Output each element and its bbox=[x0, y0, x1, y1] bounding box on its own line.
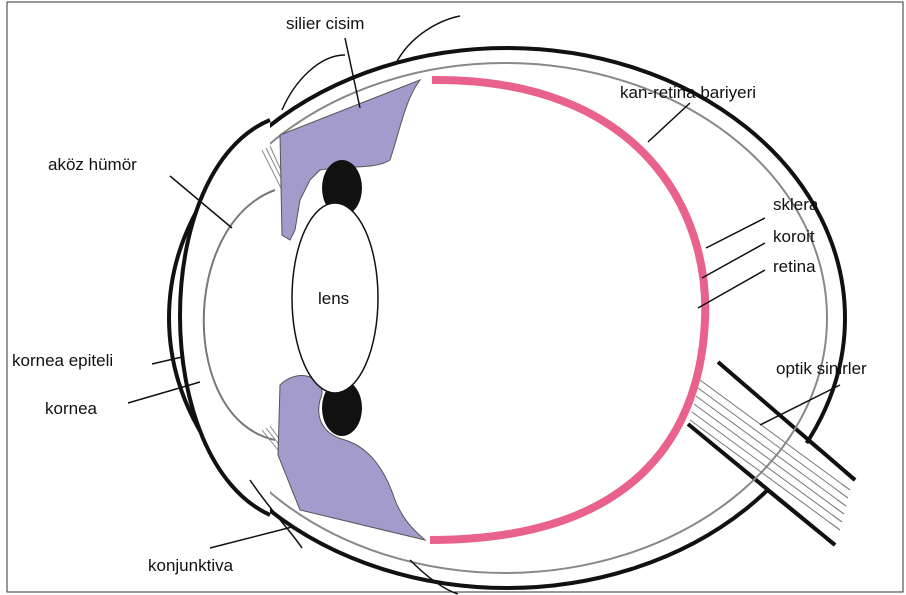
label-retina: retina bbox=[773, 258, 816, 275]
label-kornea-epiteli: kornea epiteli bbox=[12, 352, 113, 369]
label-akoz-humor: aköz hümör bbox=[48, 156, 137, 173]
label-kan-retina-bariyeri: kan-retina bariyeri bbox=[620, 84, 756, 101]
label-konjunktiva: konjunktiva bbox=[148, 557, 233, 574]
cornea-outer bbox=[180, 120, 270, 515]
label-lens: lens bbox=[318, 290, 349, 307]
label-optik-sinirler: optik sinirler bbox=[776, 360, 867, 377]
label-silier-cisim: silier cisim bbox=[286, 15, 364, 32]
leader-konjunktiva bbox=[210, 527, 292, 548]
label-sklera: sklera bbox=[773, 196, 818, 213]
label-kornea: kornea bbox=[45, 400, 97, 417]
label-koroit: koroit bbox=[773, 228, 815, 245]
